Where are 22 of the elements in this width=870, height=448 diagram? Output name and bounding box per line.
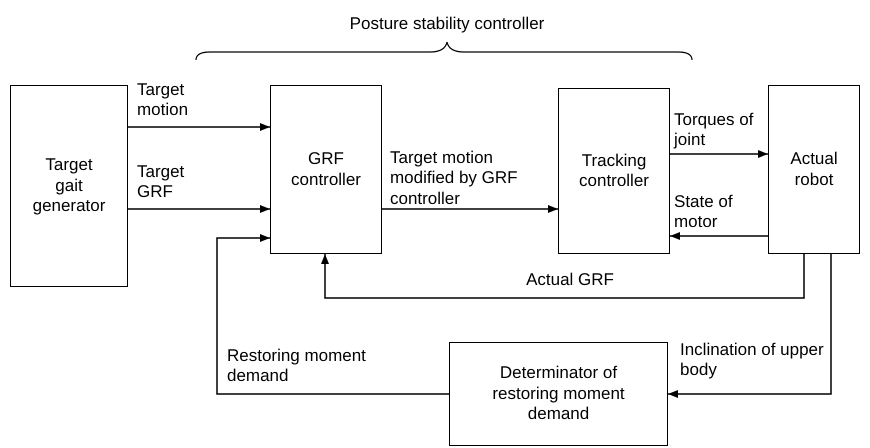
- arrow: [128, 123, 270, 131]
- edge-label: Inclination of upper body: [680, 340, 825, 381]
- arrow: [670, 150, 768, 158]
- process-box: Tracking controller: [558, 88, 670, 254]
- edge-label: Torques of joint: [674, 110, 754, 151]
- process-box: Target gait generator: [10, 85, 128, 287]
- edge-label: Target motion modified by GRF controller: [390, 148, 519, 210]
- edge-label: State of motor: [674, 192, 734, 233]
- group-title: Posture stability controller: [348, 14, 546, 34]
- edge-label: Actual GRF: [525, 270, 615, 290]
- process-box: GRF controller: [270, 85, 382, 254]
- edge-label: Target motion: [137, 80, 190, 121]
- arrow: [668, 254, 832, 398]
- arrow: [321, 254, 805, 299]
- arrow: [128, 205, 270, 213]
- edge-label: Target GRF: [137, 162, 186, 203]
- edge-label: Restoring moment demand: [227, 346, 367, 387]
- arrow: [216, 234, 449, 395]
- process-box: Actual robot: [768, 85, 860, 254]
- arrow: [670, 232, 768, 240]
- arrow: [382, 205, 558, 213]
- process-box: Determinator of restoring moment demand: [449, 342, 668, 446]
